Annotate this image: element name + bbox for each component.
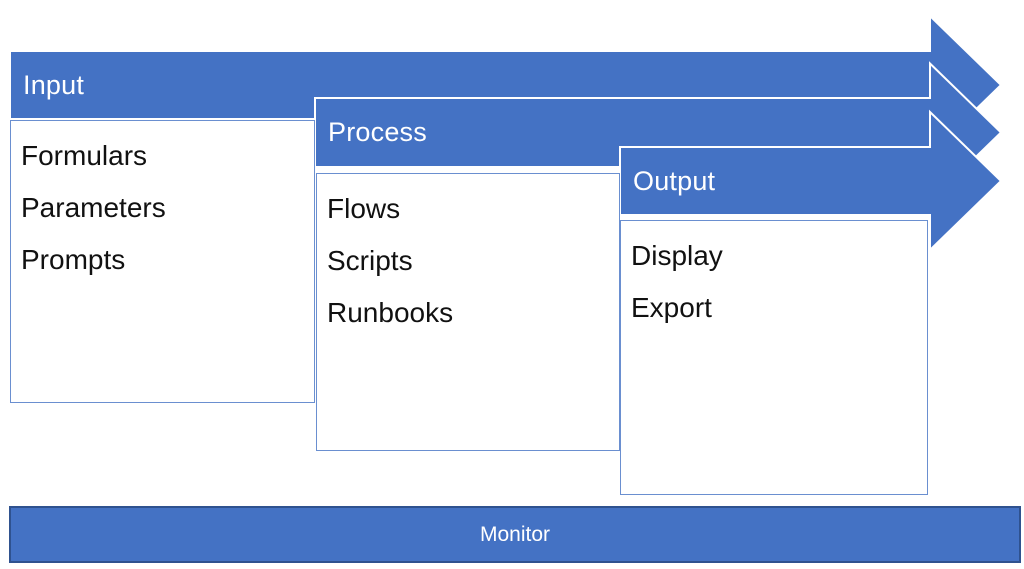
stage-header-input: Input [10, 51, 930, 119]
list-item: Parameters [21, 192, 166, 223]
list-item: Runbooks [327, 297, 454, 328]
stage-label-input: Input [23, 69, 85, 100]
stage-box-input: Formulars Parameters Prompts [10, 120, 315, 403]
list-item: Scripts [327, 245, 413, 276]
list-item: Formulars [21, 140, 148, 171]
list-item: Flows [327, 193, 401, 224]
stage-header-output: Output [620, 147, 930, 215]
list-item: Display [631, 240, 723, 271]
stage-label-process: Process [328, 117, 427, 147]
output-arrow-icon [619, 109, 1003, 253]
stage-box-output: Display Export [620, 220, 928, 495]
stage-header-process: Process [315, 98, 930, 167]
list-item: Prompts [21, 244, 126, 275]
stage-label-output: Output [633, 165, 716, 196]
monitor-bar: Monitor [9, 506, 1021, 563]
stage-box-process: Flows Scripts Runbooks [316, 173, 620, 451]
monitor-label: Monitor [479, 522, 551, 546]
list-item: Export [631, 292, 712, 323]
